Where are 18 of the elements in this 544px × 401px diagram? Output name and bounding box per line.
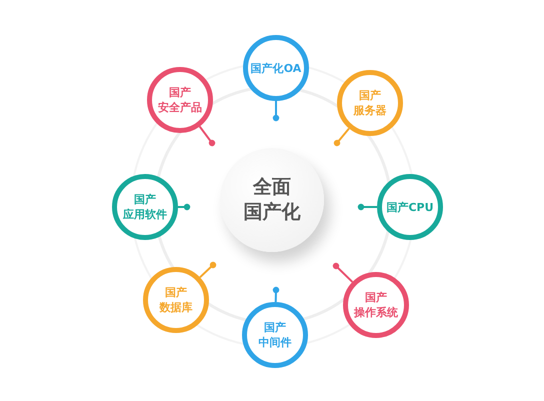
connector-line (178, 204, 190, 210)
node-label: 国产应用软件 (123, 192, 167, 222)
node-label: 国产化OA (250, 60, 302, 76)
node-label: 国产中间件 (258, 320, 292, 350)
circle-node (143, 267, 209, 333)
node-label: 国产数据库 (160, 285, 192, 315)
node-label: 国产服务器 (354, 88, 386, 118)
node-label: 全面国产化 (244, 175, 300, 225)
node-label: 国产安全产品 (158, 85, 202, 115)
connector-line (272, 101, 280, 122)
node-label: 国产操作系统 (354, 290, 398, 320)
connector-line (198, 126, 216, 146)
connector-line (272, 286, 280, 302)
node-label: 国产CPU (386, 200, 434, 214)
connector-line (358, 204, 377, 210)
connector-line (332, 262, 354, 283)
connector-line (199, 262, 216, 278)
connector-line (334, 128, 350, 146)
